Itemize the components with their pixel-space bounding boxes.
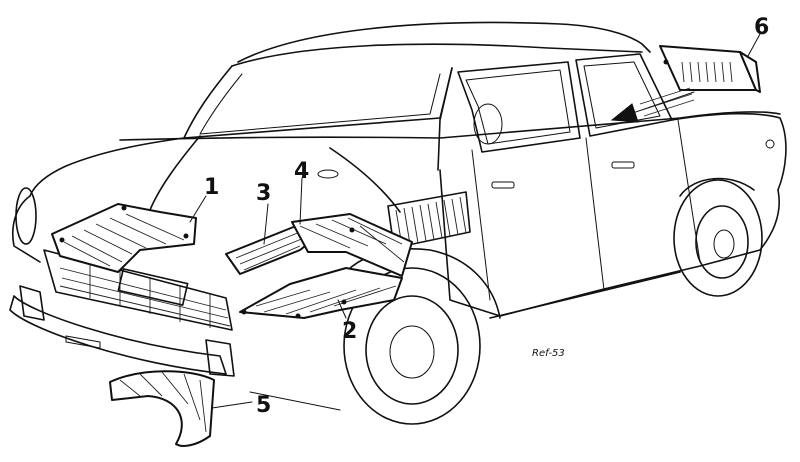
callout-2: 2 [342, 319, 357, 344]
front-bumper [9, 295, 227, 375]
rear-wheel [673, 177, 763, 297]
leader-2 [337, 299, 347, 319]
callout-6: 6 [754, 15, 769, 40]
front-tow-hook [65, 335, 101, 349]
part-1-insulation-panel [51, 203, 197, 273]
part-6-rear-panel [659, 45, 761, 93]
front-grille-bars [59, 262, 231, 328]
rocker-panel [489, 271, 681, 319]
front-door-handle [491, 181, 515, 189]
part-5-wheel-arch-liner [109, 370, 215, 447]
rear-door-window-inner [583, 61, 661, 129]
front-door-window [457, 61, 581, 153]
leader-1 [189, 195, 207, 223]
callout-1: 1 [204, 175, 219, 200]
rear-door-seam [585, 137, 605, 291]
front-fender [12, 195, 41, 263]
roof-lower-edge [231, 43, 643, 67]
front-door-seam [471, 149, 491, 301]
roof-outline [237, 21, 651, 63]
side-vent-slats [395, 196, 467, 247]
front-apron [43, 249, 233, 331]
headlight [15, 187, 37, 245]
steering-wheel [473, 103, 503, 145]
rear-deck [671, 112, 787, 191]
bumper-over-rider-left [19, 285, 45, 321]
callout-3: 3 [256, 181, 271, 206]
leader-4 [299, 177, 303, 225]
leader-lines [189, 33, 761, 409]
hood-right-edge [329, 147, 401, 213]
rear-door-window [575, 53, 673, 137]
hood-outline [29, 137, 185, 197]
belt-line [119, 111, 781, 141]
artist-signature: Ref-53 [532, 348, 565, 359]
hood-center-line [149, 135, 201, 211]
front-door-window-inner [465, 69, 571, 145]
windshield-inner [199, 73, 441, 135]
fitment-arrow [610, 87, 695, 123]
leader-6 [747, 33, 761, 57]
callout-5: 5 [256, 393, 271, 418]
leader-5 [211, 401, 253, 409]
ground-line [249, 391, 341, 411]
bumper-over-rider-right [205, 339, 235, 377]
part-4-firewall-panel [291, 213, 413, 277]
a-pillar [437, 67, 453, 171]
part-2-floor-panel [239, 267, 403, 319]
rear-light [765, 139, 775, 149]
rear-door-handle [611, 161, 635, 169]
hood-emblem [317, 169, 339, 179]
callout-4: 4 [294, 159, 309, 184]
windshield-frame [183, 65, 453, 139]
leader-3 [263, 203, 269, 245]
license-plate [117, 268, 189, 306]
